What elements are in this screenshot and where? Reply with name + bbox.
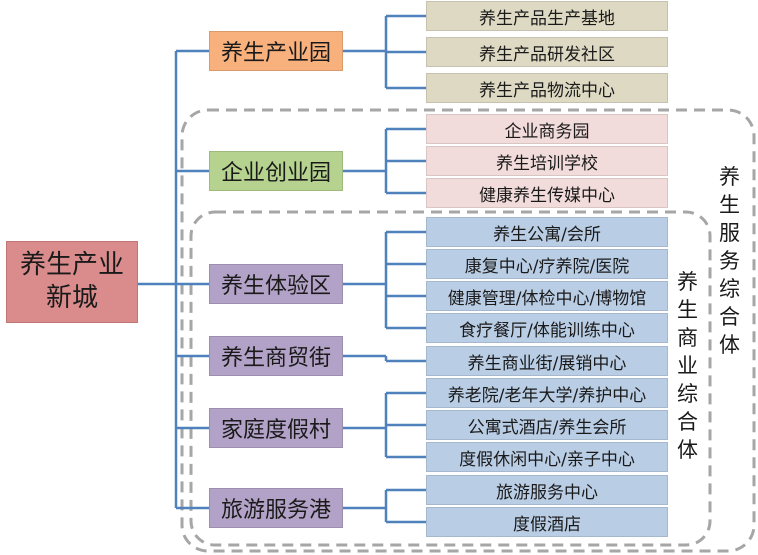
leaf-node: 健康管理/体检中心/博物馆	[426, 281, 668, 311]
root-label-line1: 养生产业	[19, 250, 124, 280]
leaf-node: 养生商业街/展销中心	[426, 346, 668, 376]
group-node-industrial-park: 养生产业园	[209, 31, 343, 71]
leaf-node: 公寓式酒店/养生会所	[426, 410, 668, 440]
group-node-startup-park: 企业创业园	[209, 151, 343, 191]
leaf-node: 养生培训学校	[426, 146, 668, 176]
group-node-trade-street: 养生商贸街	[209, 336, 343, 376]
leaf-node: 度假休闲中心/亲子中心	[426, 442, 668, 472]
inner-group-label: 养生商业综合体	[677, 270, 698, 462]
outer-dashed-boundary	[180, 108, 756, 553]
leaf-node: 食疗餐厅/体能训练中心	[426, 313, 668, 343]
group-node-holiday-village: 家庭度假村	[209, 408, 343, 448]
leaf-node: 养老院/老年大学/养护中心	[426, 378, 668, 408]
leaf-node: 度假酒店	[426, 507, 668, 537]
root-label-line2: 新城	[45, 283, 98, 313]
leaf-node: 养生产品物流中心	[426, 73, 668, 103]
inner-dashed-boundary	[189, 210, 712, 547]
root-node: 养生产业 新城	[6, 241, 138, 323]
group-node-tourism-port: 旅游服务港	[209, 488, 343, 528]
leaf-node: 旅游服务中心	[426, 475, 668, 505]
leaf-node: 企业商务园	[426, 114, 668, 144]
leaf-node: 养生产品生产基地	[426, 1, 668, 31]
leaf-node: 康复中心/疗养院/医院	[426, 249, 668, 279]
leaf-node: 养生公寓/会所	[426, 217, 668, 247]
outer-group-label: 养生服务综合体	[719, 165, 740, 357]
group-node-experience-zone: 养生体验区	[209, 264, 343, 304]
leaf-node: 养生产品研发社区	[426, 37, 668, 67]
leaf-node: 健康养生传媒中心	[426, 178, 668, 208]
